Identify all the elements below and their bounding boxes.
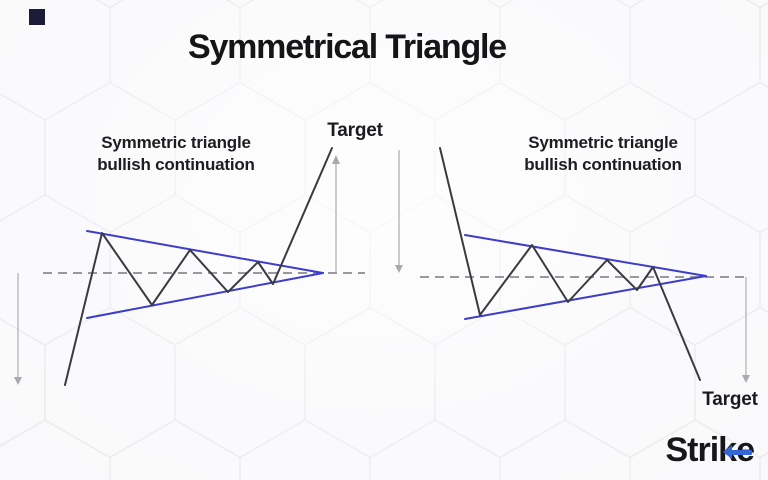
logo-left-arrow-bar-icon xyxy=(731,450,752,455)
left-target-arrow-up-icon xyxy=(332,155,340,164)
right-diagram-label-line2: bullish continuation xyxy=(524,155,682,174)
corner-accent-square xyxy=(29,9,45,25)
right-target-label: Target xyxy=(702,389,758,410)
page-title: Symmetrical Triangle xyxy=(187,28,507,66)
left-lower-trendline xyxy=(86,272,324,319)
right-target-arrow-down-icon xyxy=(742,375,750,383)
strike-logo: Strike xyxy=(665,431,755,470)
left-diagram-label: Symmetric triangle bullish continuation xyxy=(58,132,294,176)
right-lower-trendline xyxy=(464,275,707,320)
left-target-label: Target xyxy=(327,120,383,141)
left-price-zigzag-line xyxy=(64,147,333,386)
strike-logo-e: e xyxy=(723,431,755,470)
left-diagram-label-line2: bullish continuation xyxy=(97,155,255,174)
right-price-zigzag-line xyxy=(439,147,701,381)
left-pole-arrow-down-icon xyxy=(14,377,22,385)
left-upper-trendline xyxy=(86,230,324,274)
logo-left-arrow-head-icon xyxy=(723,445,733,459)
right-diagram-label-line1: Symmetric triangle xyxy=(528,133,678,152)
right-upper-trendline xyxy=(464,234,707,277)
right-pole-arrow-down-icon xyxy=(395,265,403,273)
right-diagram-label: Symmetric triangle bullish continuation xyxy=(485,132,721,176)
left-diagram-label-line1: Symmetric triangle xyxy=(101,133,251,152)
